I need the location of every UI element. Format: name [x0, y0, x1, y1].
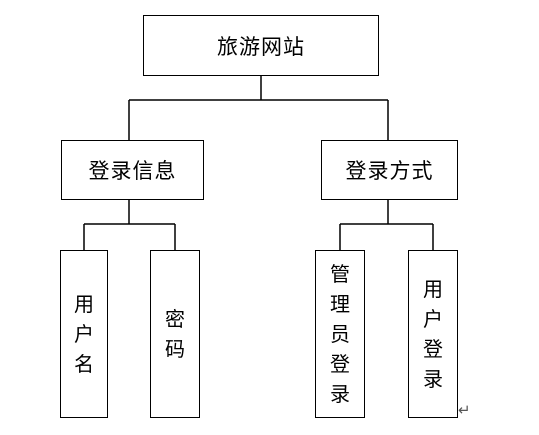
node-admin-login: 管 理 员 登 录 [315, 250, 365, 418]
node-root: 旅游网站 [143, 15, 379, 76]
node-user-login: 用 户 登 录 [408, 250, 458, 418]
paragraph-mark-icon: ↵ [458, 401, 471, 419]
node-login-method: 登录方式 [321, 140, 458, 200]
node-password: 密 码 [150, 250, 200, 418]
node-root-label: 旅游网站 [217, 34, 305, 59]
node-username: 用 户 名 [60, 250, 108, 418]
node-admin-login-label: 管 理 员 登 录 [330, 262, 350, 406]
node-login-info: 登录信息 [61, 140, 204, 200]
node-username-label: 用 户 名 [74, 292, 94, 376]
node-login-method-label: 登录方式 [345, 159, 434, 183]
node-login-info-label: 登录信息 [88, 159, 177, 183]
node-user-login-label: 用 户 登 录 [423, 277, 443, 391]
node-password-label: 密 码 [165, 307, 185, 361]
